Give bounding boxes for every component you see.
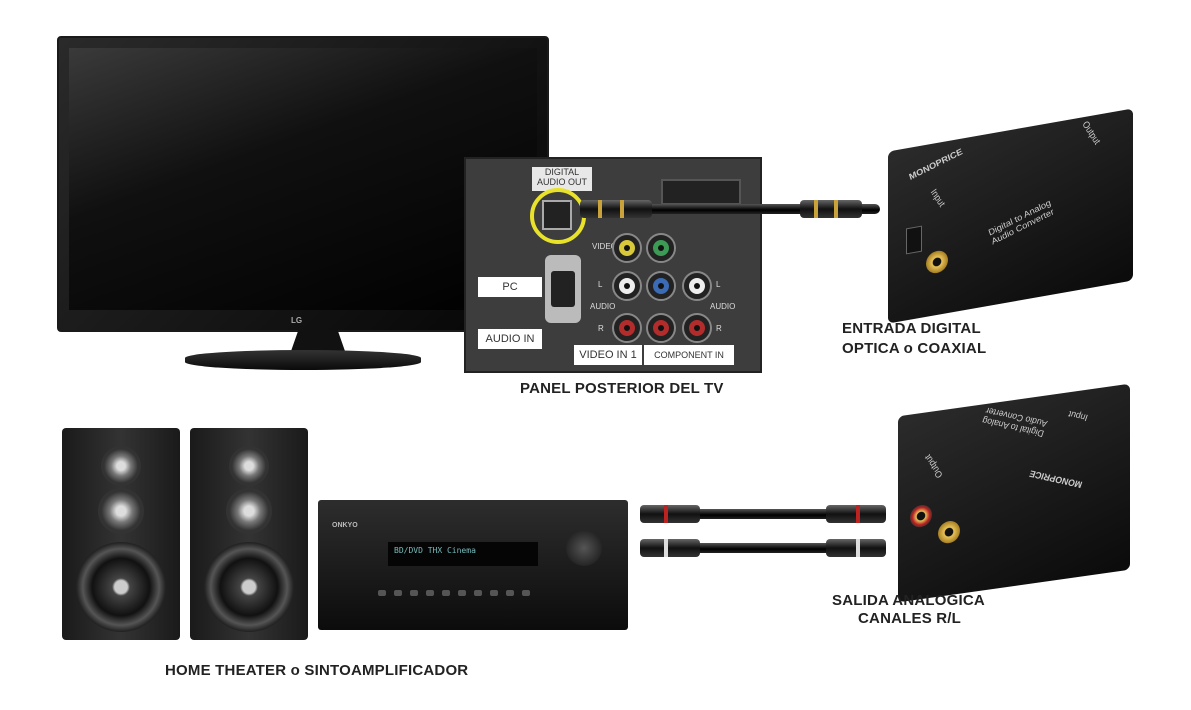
component-in-label: COMPONENT IN bbox=[644, 345, 734, 365]
receiver-button bbox=[426, 590, 434, 596]
receiver-button bbox=[474, 590, 482, 596]
plug-band bbox=[664, 539, 668, 557]
speaker-right bbox=[190, 428, 308, 640]
audio-l-label-2: L bbox=[716, 280, 721, 289]
audio-label: AUDIO bbox=[590, 302, 616, 311]
plug-band bbox=[598, 200, 602, 218]
component-pr-jack bbox=[648, 315, 674, 341]
converter-digital-input: MONOPRICE Output Input Digital to Analog… bbox=[888, 108, 1133, 324]
plug-band bbox=[814, 200, 818, 218]
rca-output-left bbox=[938, 519, 960, 545]
woofer bbox=[204, 542, 294, 632]
woofer bbox=[76, 542, 166, 632]
component-audio-l-jack bbox=[684, 273, 710, 299]
tv-stand-base bbox=[185, 350, 421, 370]
receiver-button bbox=[490, 590, 498, 596]
plug-band bbox=[834, 200, 838, 218]
rca-plug bbox=[640, 539, 700, 557]
receiver-button bbox=[458, 590, 466, 596]
optical-cable bbox=[600, 204, 880, 214]
video-label: VIDEO bbox=[592, 242, 617, 251]
audio-label-2: AUDIO bbox=[710, 302, 736, 311]
receiver-brand: ONKYO bbox=[332, 522, 358, 529]
plug-band bbox=[856, 539, 860, 557]
component-audio-r-jack bbox=[684, 315, 710, 341]
input-caption-line1: ENTRADA DIGITAL bbox=[842, 320, 981, 337]
model-label: Digital to Analog Audio Converter bbox=[987, 197, 1056, 247]
vga-port bbox=[545, 255, 581, 323]
receiver-button bbox=[378, 590, 386, 596]
input-caption-line2: OPTICA o COAXIAL bbox=[842, 340, 987, 357]
audio-r-jack bbox=[614, 315, 640, 341]
converter-analog-output: MONOPRICE Input Output Digital to Analog… bbox=[898, 383, 1130, 603]
speaker-left bbox=[62, 428, 180, 640]
rca-output-right bbox=[910, 503, 932, 529]
tweeter bbox=[101, 446, 141, 486]
plug-band bbox=[620, 200, 624, 218]
video-jack-yellow bbox=[614, 235, 640, 261]
optical-plug-left bbox=[580, 200, 652, 218]
tv-brand-logo: LG bbox=[291, 316, 303, 325]
input-label: Input bbox=[1066, 408, 1090, 424]
tv-screen bbox=[69, 48, 537, 310]
rca-cable-white bbox=[660, 543, 860, 553]
rca-plug bbox=[826, 505, 886, 523]
slot bbox=[661, 179, 741, 205]
audio-r-label: R bbox=[598, 324, 604, 333]
midrange bbox=[226, 488, 272, 534]
receiver-button bbox=[442, 590, 450, 596]
video-in-1-label: VIDEO IN 1 bbox=[574, 345, 642, 365]
receiver-button bbox=[522, 590, 530, 596]
receiver-button bbox=[410, 590, 418, 596]
highlight-ring bbox=[530, 188, 586, 244]
audio-r-label-2: R bbox=[716, 324, 722, 333]
plug-band bbox=[856, 505, 860, 523]
coaxial-input-port bbox=[926, 249, 948, 275]
audio-l-jack bbox=[614, 273, 640, 299]
brand-label: MONOPRICE bbox=[907, 146, 964, 182]
component-pb-jack bbox=[648, 273, 674, 299]
receiver-caption: HOME THEATER o SINTOAMPLIFICADOR bbox=[165, 662, 469, 679]
midrange bbox=[98, 488, 144, 534]
av-receiver: ONKYO BD/DVD THX Cinema bbox=[318, 500, 628, 630]
component-y-jack bbox=[648, 235, 674, 261]
output-caption-line2: CANALES R/L bbox=[858, 610, 962, 627]
volume-knob bbox=[566, 530, 602, 566]
optical-plug-right bbox=[800, 200, 862, 218]
digital-audio-out-label: DIGITAL AUDIO OUT bbox=[532, 167, 592, 191]
optical-input-port bbox=[906, 225, 922, 255]
tweeter bbox=[229, 446, 269, 486]
rca-plug bbox=[826, 539, 886, 557]
receiver-button bbox=[394, 590, 402, 596]
model-label: Digital to Analog Audio Converter bbox=[980, 405, 1049, 439]
output-label: Output bbox=[922, 452, 945, 481]
output-label: Output bbox=[1080, 118, 1103, 147]
receiver-display: BD/DVD THX Cinema bbox=[388, 542, 538, 566]
rca-cable-red bbox=[660, 509, 860, 519]
input-label: Input bbox=[928, 186, 948, 209]
audio-in-label: AUDIO IN bbox=[478, 329, 542, 349]
plug-band bbox=[664, 505, 668, 523]
output-caption-line1: SALIDA ANALOGICA bbox=[832, 592, 985, 609]
receiver-button bbox=[506, 590, 514, 596]
rca-plug bbox=[640, 505, 700, 523]
pc-label: PC bbox=[478, 277, 542, 297]
panel-caption: PANEL POSTERIOR DEL TV bbox=[520, 380, 724, 397]
audio-l-label: L bbox=[598, 280, 603, 289]
brand-label: MONOPRICE bbox=[1027, 468, 1084, 490]
tv-rear-panel: DIGITAL AUDIO OUT PC AUDIO IN VIDEO IN 1… bbox=[464, 157, 762, 373]
